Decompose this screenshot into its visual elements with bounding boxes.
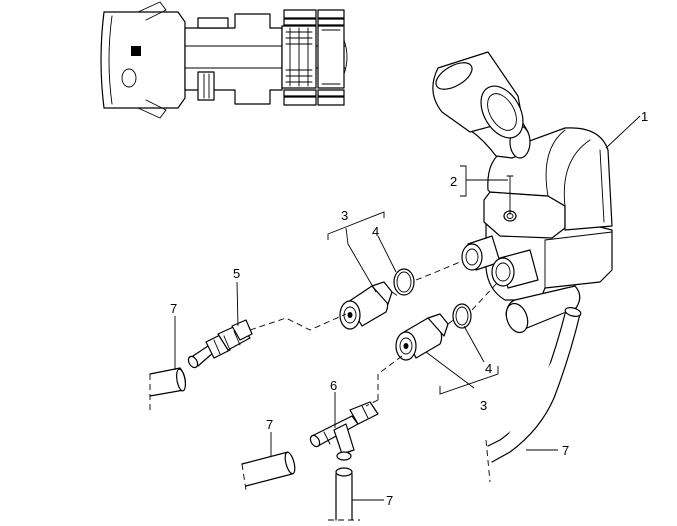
- o-ring-part-4-lower: [452, 303, 472, 329]
- truck-locator-view: [100, 1, 348, 119]
- hose-part-7-right: [485, 307, 582, 483]
- adapter-fitting-part-3-lower: [395, 313, 449, 361]
- hose-part-7-left: [149, 367, 186, 412]
- callout-7-bottom: 7: [386, 493, 393, 508]
- hose-part-7-mid: [241, 451, 296, 491]
- assembly-lines: [249, 261, 499, 407]
- callout-7-left: 7: [170, 301, 177, 316]
- adapter-fitting-part-3-upper: [339, 281, 393, 330]
- callout-1: 1: [641, 109, 648, 124]
- upper-port: [461, 235, 501, 271]
- callout-7-right: 7: [562, 443, 569, 458]
- callout-4-bottom: 4: [485, 361, 492, 376]
- callout-2: 2: [450, 174, 457, 189]
- o-ring-part-4-upper: [393, 268, 415, 296]
- valve-body-part-1: [432, 51, 613, 334]
- location-marker-icon: [131, 46, 141, 56]
- hose-part-7-bottom: [328, 467, 360, 521]
- leader-lines: [174, 115, 641, 501]
- hose-nipple-part-5: [187, 319, 253, 369]
- callout-labels: 1 2 3 4 5 7 4 6 3 7 7 7: [170, 109, 648, 508]
- t-piece-part-6: [309, 401, 379, 461]
- callout-7-mid: 7: [266, 417, 273, 432]
- callout-4-top: 4: [372, 224, 379, 239]
- callout-3-top: 3: [341, 208, 348, 223]
- callout-3-bottom: 3: [480, 398, 487, 413]
- screw-part-2: [506, 175, 514, 215]
- callout-6: 6: [330, 378, 337, 393]
- callout-5: 5: [233, 266, 240, 281]
- lower-port: [491, 249, 539, 289]
